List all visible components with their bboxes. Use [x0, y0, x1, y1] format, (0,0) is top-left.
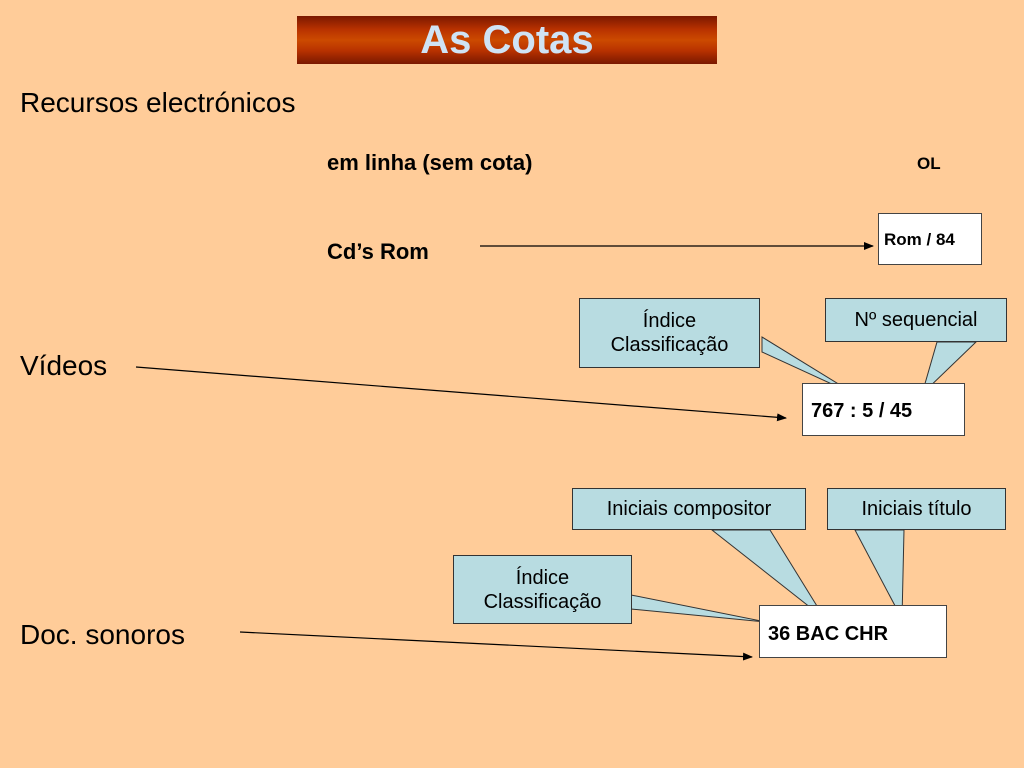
cdrom-label: Cd’s Rom	[327, 239, 429, 264]
cdrom-code: Rom / 84	[884, 230, 955, 249]
sound-code: 36 BAC CHR	[768, 623, 889, 645]
sound-code-box: 36 BAC CHR	[759, 605, 947, 658]
title-initials-callout: Iniciais título	[827, 488, 1006, 530]
title-bar: As Cotas	[297, 16, 717, 64]
composer-pointer	[710, 529, 826, 620]
video-seq-text: Nº sequencial	[854, 309, 978, 331]
video-seq-pointer	[921, 341, 978, 396]
video-seq-callout: Nº sequencial	[825, 298, 1007, 342]
section-recursos: Recursos electrónicos	[20, 87, 296, 118]
title-initials-text: Iniciais título	[861, 498, 972, 520]
title-initials-pointer	[854, 529, 905, 621]
sound-index-callout: Índice Classificação	[453, 555, 632, 624]
video-index-callout: Índice Classificação	[579, 298, 760, 368]
composer-text: Iniciais compositor	[606, 498, 772, 520]
section-videos: Vídeos	[20, 350, 108, 381]
online-code: OL	[917, 154, 941, 173]
video-code: 767 : 5 / 45	[811, 400, 913, 422]
sonoros-arrow	[239, 631, 753, 661]
sound-index-pointer	[630, 594, 767, 623]
composer-callout: Iniciais compositor	[572, 488, 806, 530]
section-sonoros: Doc. sonoros	[20, 619, 185, 650]
video-index-line2: Classificação	[610, 334, 729, 356]
sound-index-line2: Classificação	[483, 590, 602, 613]
videos-arrow	[135, 366, 787, 422]
video-index-pointer	[761, 336, 859, 397]
online-label: em linha (sem cota)	[327, 150, 533, 175]
sound-index-line1: Índice	[515, 566, 570, 589]
video-index-line1: Índice	[642, 310, 697, 332]
cdrom-code-box: Rom / 84	[878, 213, 982, 265]
video-code-box: 767 : 5 / 45	[802, 383, 965, 436]
slide-title: As Cotas	[420, 18, 594, 62]
